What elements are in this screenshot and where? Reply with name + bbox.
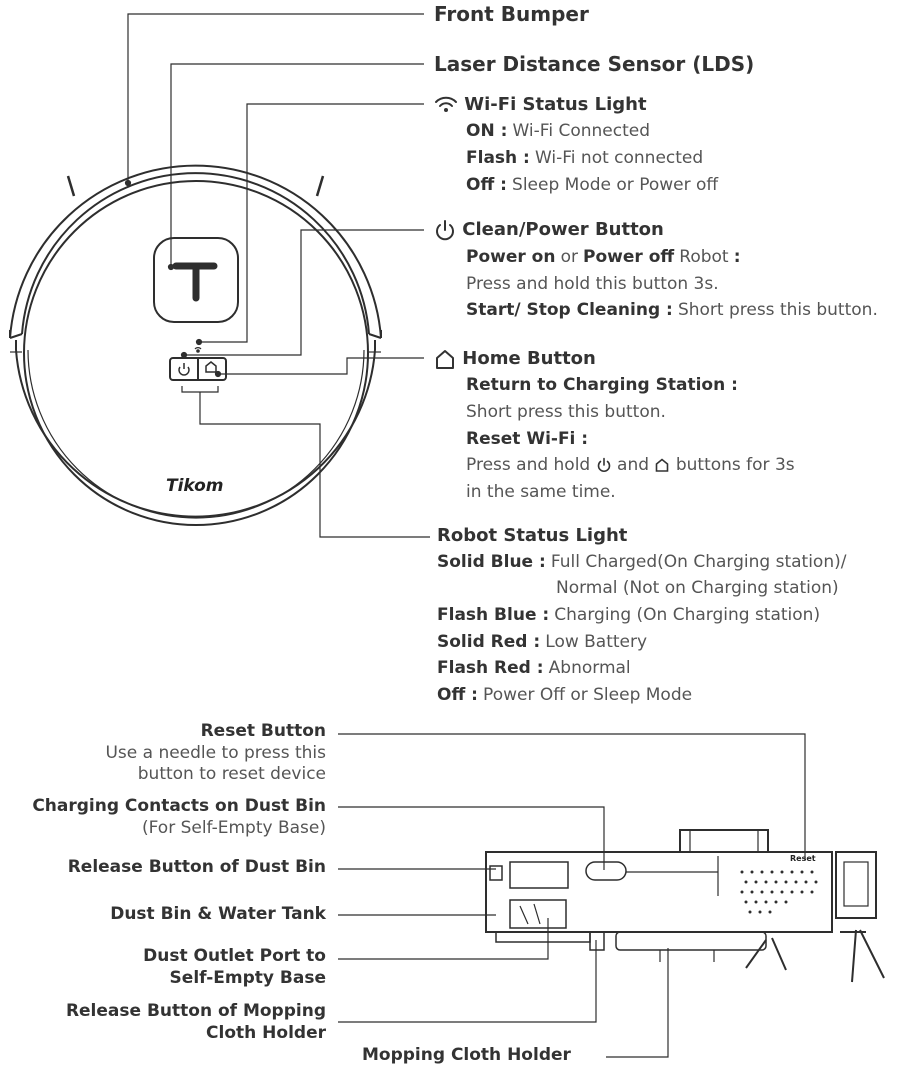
- power-button-title: Clean/Power Button: [434, 219, 664, 241]
- power-line-3: Start/ Stop Cleaning : Short press this …: [466, 300, 878, 320]
- power-icon: [436, 220, 454, 241]
- lds-cover: [153, 237, 239, 323]
- wifi-on-row: ON : Wi-Fi Connected: [466, 121, 651, 141]
- dust-bin-label: Dust Bin & Water Tank: [110, 904, 326, 924]
- bottom-leader-lines: [338, 733, 806, 1058]
- top-leader-lines: [124, 13, 430, 538]
- status-solid-blue-row: Solid Blue : Full Charged(On Charging st…: [437, 552, 847, 572]
- mopping-holder-label: Mopping Cloth Holder: [362, 1045, 571, 1065]
- wifi-status-title: Wi-Fi Status Light: [434, 94, 647, 116]
- home-line-2: Short press this button.: [466, 402, 666, 422]
- status-flash-blue-row: Flash Blue : Charging (On Charging stati…: [437, 605, 821, 625]
- power-line-2: Press and hold this button 3s.: [466, 274, 719, 294]
- status-solid-red-row: Solid Red : Low Battery: [437, 632, 648, 652]
- power-line-1: Power on or Power off Robot :: [466, 247, 741, 267]
- wifi-off-row: Off : Sleep Mode or Power off: [466, 175, 719, 195]
- home-icon: [436, 350, 454, 369]
- status-solid-blue-row-2: Normal (Not on Charging station): [556, 578, 839, 598]
- dust-outlet-label-2: Self-Empty Base: [169, 968, 326, 988]
- home-line-1: Return to Charging Station :: [466, 375, 738, 395]
- lds-label: Laser Distance Sensor (LDS): [434, 52, 755, 76]
- charging-contacts-desc: (For Self-Empty Base): [141, 818, 326, 838]
- release-mop-label-2: Cloth Holder: [206, 1023, 326, 1043]
- wifi-icon: [435, 96, 457, 112]
- brand-logo: Tikom: [166, 476, 224, 496]
- power-icon: [597, 457, 610, 473]
- home-button-title: Home Button: [434, 348, 596, 370]
- release-mop-label-1: Release Button of Mopping: [65, 1001, 326, 1021]
- charging-contacts-label: Charging Contacts on Dust Bin: [32, 796, 326, 816]
- release-dust-bin-label: Release Button of Dust Bin: [67, 857, 326, 877]
- robot-top-view: [9, 164, 382, 526]
- robot-side-view: [485, 829, 885, 983]
- reset-button-desc-1: Use a needle to press this: [105, 743, 326, 763]
- home-line-4: Press and hold and buttons for 3s: [466, 455, 795, 475]
- reset-button-label: Reset Button: [200, 721, 326, 741]
- home-line-5: in the same time.: [466, 482, 616, 502]
- status-light-title: Robot Status Light: [437, 525, 628, 546]
- reset-button-desc-2: button to reset device: [137, 764, 326, 784]
- home-line-3: Reset Wi-Fi :: [466, 429, 589, 449]
- reset-tag: Reset: [790, 854, 816, 863]
- status-flash-red-row: Flash Red : Abnormal: [437, 658, 631, 678]
- status-off-row: Off : Power Off or Sleep Mode: [437, 685, 693, 705]
- wifi-flash-row: Flash : Wi-Fi not connected: [466, 148, 704, 168]
- dust-outlet-label-1: Dust Outlet Port to: [143, 946, 326, 966]
- home-icon: [656, 458, 669, 472]
- front-bumper-label: Front Bumper: [434, 2, 589, 26]
